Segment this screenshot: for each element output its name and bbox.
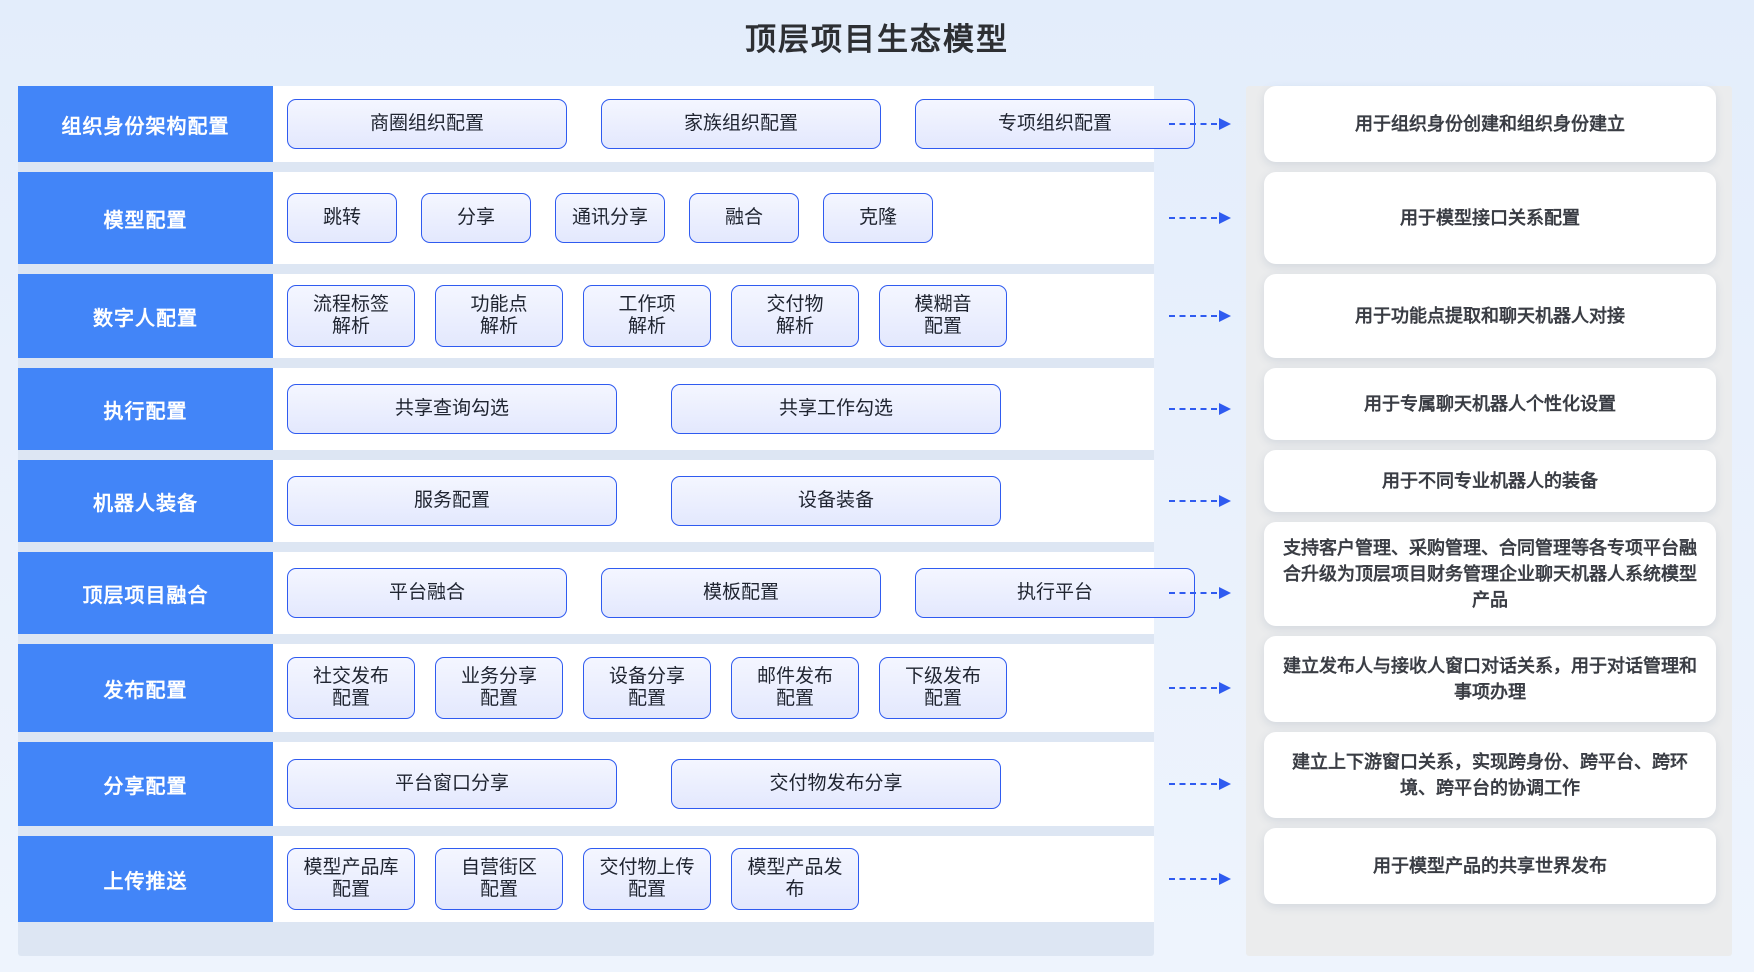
capability-chip[interactable]: 工作项 解析: [583, 285, 711, 347]
dashed-arrow-right-icon: [1154, 368, 1246, 450]
capability-chip[interactable]: 交付物 解析: [731, 285, 859, 347]
capability-row: 组织身份架构配置商圈组织配置家族组织配置专项组织配置: [18, 86, 1195, 162]
row-label[interactable]: 模型配置: [18, 172, 273, 264]
row-label[interactable]: 数字人配置: [18, 274, 273, 358]
dashed-arrow-right-icon: [1154, 742, 1246, 826]
capability-chip[interactable]: 通讯分享: [555, 193, 665, 243]
capability-rows: 组织身份架构配置商圈组织配置家族组织配置专项组织配置模型配置跳转分享通讯分享融合…: [18, 86, 1195, 932]
row-items: 平台窗口分享 交付物发布分享: [273, 742, 1154, 826]
description-card: 用于模型接口关系配置: [1264, 172, 1716, 264]
capability-chip[interactable]: 邮件发布 配置: [731, 657, 859, 719]
capability-row: 模型配置跳转分享通讯分享融合克隆: [18, 172, 1154, 264]
dashed-arrow-right-icon: [1154, 86, 1246, 162]
row-label[interactable]: 顶层项目融合: [18, 552, 273, 634]
description-card: 用于不同专业机器人的装备: [1264, 450, 1716, 512]
capability-chip[interactable]: 融合: [689, 193, 799, 243]
capability-chip[interactable]: 平台融合: [287, 568, 567, 618]
description-card: 支持客户管理、采购管理、合同管理等各专项平台融合升级为顶层项目财务管理企业聊天机…: [1264, 522, 1716, 626]
row-items: 商圈组织配置家族组织配置专项组织配置: [273, 86, 1205, 162]
row-items: 服务配置 设备装备: [273, 460, 1154, 542]
capability-row: 发布配置社交发布 配置业务分享 配置设备分享 配置邮件发布 配置下级发布 配置: [18, 644, 1154, 732]
row-label[interactable]: 组织身份架构配置: [18, 86, 273, 162]
capability-chip[interactable]: 克隆: [823, 193, 933, 243]
description-card: 建立上下游窗口关系，实现跨身份、跨平台、跨环境、跨平台的协调工作: [1264, 732, 1716, 818]
row-items: 跳转分享通讯分享融合克隆: [273, 172, 1154, 264]
capability-chip[interactable]: 分享: [421, 193, 531, 243]
dashed-arrow-right-icon: [1154, 644, 1246, 732]
capability-chip[interactable]: 商圈组织配置: [287, 99, 567, 149]
capability-chip[interactable]: 模板配置: [601, 568, 881, 618]
capability-chip[interactable]: 跳转: [287, 193, 397, 243]
row-label[interactable]: 执行配置: [18, 368, 273, 450]
capability-chip[interactable]: 家族组织配置: [601, 99, 881, 149]
capability-row: 上传推送模型产品库 配置自营街区 配置交付物上传 配置模型产品发 布: [18, 836, 1154, 922]
row-label[interactable]: 机器人装备: [18, 460, 273, 542]
row-items: 模型产品库 配置自营街区 配置交付物上传 配置模型产品发 布: [273, 836, 1154, 922]
capability-chip[interactable]: 模糊音 配置: [879, 285, 1007, 347]
capability-chip[interactable]: 交付物上传 配置: [583, 848, 711, 910]
dashed-arrow-right-icon: [1154, 552, 1246, 634]
dashed-arrow-right-icon: [1154, 460, 1246, 542]
description-card: 建立发布人与接收人窗口对话关系，用于对话管理和事项办理: [1264, 636, 1716, 722]
capability-chip[interactable]: 功能点 解析: [435, 285, 563, 347]
capability-chip[interactable]: 社交发布 配置: [287, 657, 415, 719]
page-title: 顶层项目生态模型: [745, 22, 1009, 57]
capability-chip[interactable]: 流程标签 解析: [287, 285, 415, 347]
capability-chip[interactable]: 共享工作勾选: [671, 384, 1001, 434]
row-items: 平台融合模板配置执行平台: [273, 552, 1205, 634]
capability-chip[interactable]: 模型产品库 配置: [287, 848, 415, 910]
capability-chip[interactable]: 模型产品发 布: [731, 848, 859, 910]
row-label[interactable]: 发布配置: [18, 644, 273, 732]
capability-row: 分享配置平台窗口分享 交付物发布分享: [18, 742, 1154, 826]
dashed-arrow-right-icon: [1154, 274, 1246, 358]
description-card: 用于组织身份创建和组织身份建立: [1264, 86, 1716, 162]
capability-chip[interactable]: 下级发布 配置: [879, 657, 1007, 719]
row-label[interactable]: 分享配置: [18, 742, 273, 826]
arrow-column: [1154, 86, 1246, 932]
capability-chip[interactable]: 共享查询勾选: [287, 384, 617, 434]
row-items: 社交发布 配置业务分享 配置设备分享 配置邮件发布 配置下级发布 配置: [273, 644, 1154, 732]
description-column: 用于组织身份创建和组织身份建立用于模型接口关系配置用于功能点提取和聊天机器人对接…: [1264, 86, 1716, 914]
row-items: 流程标签 解析功能点 解析工作项 解析交付物 解析模糊音 配置: [273, 274, 1154, 358]
capability-chip[interactable]: 交付物发布分享: [671, 759, 1001, 809]
dashed-arrow-right-icon: [1154, 172, 1246, 264]
row-items: 共享查询勾选 共享工作勾选: [273, 368, 1154, 450]
description-card: 用于模型产品的共享世界发布: [1264, 828, 1716, 904]
capability-row: 机器人装备服务配置 设备装备: [18, 460, 1154, 542]
description-card: 用于功能点提取和聊天机器人对接: [1264, 274, 1716, 358]
capability-chip[interactable]: 业务分享 配置: [435, 657, 563, 719]
capability-chip[interactable]: 自营街区 配置: [435, 848, 563, 910]
capability-row: 执行配置共享查询勾选 共享工作勾选: [18, 368, 1154, 450]
capability-chip[interactable]: 设备装备: [671, 476, 1001, 526]
capability-row: 数字人配置流程标签 解析功能点 解析工作项 解析交付物 解析模糊音 配置: [18, 274, 1154, 358]
capability-chip[interactable]: 服务配置: [287, 476, 617, 526]
capability-chip[interactable]: 执行平台: [915, 568, 1195, 618]
description-card: 用于专属聊天机器人个性化设置: [1264, 368, 1716, 440]
row-label[interactable]: 上传推送: [18, 836, 273, 922]
capability-chip[interactable]: 专项组织配置: [915, 99, 1195, 149]
dashed-arrow-right-icon: [1154, 836, 1246, 922]
capability-chip[interactable]: 设备分享 配置: [583, 657, 711, 719]
capability-chip[interactable]: 平台窗口分享: [287, 759, 617, 809]
capability-row: 顶层项目融合平台融合模板配置执行平台: [18, 552, 1195, 634]
